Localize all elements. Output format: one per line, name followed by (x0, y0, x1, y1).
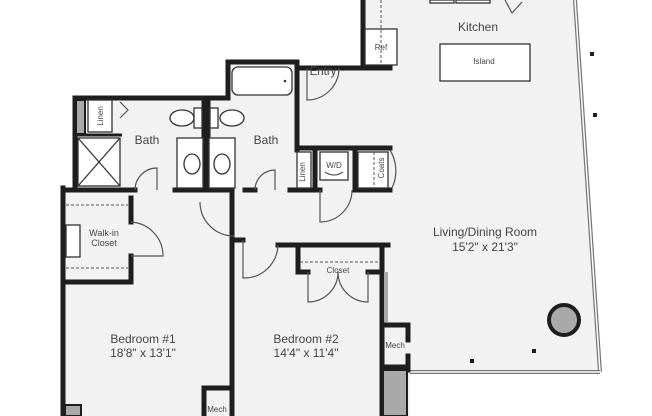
entry-door (306, 67, 340, 101)
walkin-label-2: Closet (91, 238, 117, 248)
coats-door (389, 149, 397, 189)
bedroom2-dims: 14'4" x 11'4" (274, 346, 339, 360)
linen-label-a: Linen (96, 106, 105, 126)
bedroom1-door (199, 201, 235, 237)
coats-label: Coats (377, 158, 386, 179)
ref-label: Ref (375, 43, 388, 52)
closet-door-left (307, 271, 339, 303)
walkin-label-1: Walk-in (89, 228, 119, 238)
kitchen-label: Kitchen (458, 20, 498, 34)
kitchen-fixtures (364, 0, 531, 82)
walls (60, 0, 411, 416)
bath-fixtures (77, 66, 312, 189)
bath2-label: Bath (254, 133, 279, 147)
laundry-door (319, 189, 353, 223)
entry-label: Entry (310, 66, 337, 78)
room-labels: Kitchen Island Ref Entry Living/Dining R… (89, 20, 537, 414)
bathtub (231, 66, 293, 96)
exterior-windows (410, 0, 602, 374)
walkin-shelves (65, 204, 128, 269)
laundry-closets (319, 151, 389, 189)
round-column (547, 303, 581, 337)
bath1-door (134, 167, 158, 191)
bath2-door (254, 169, 276, 191)
kitchen-island (439, 43, 531, 82)
bedroom1-label: Bedroom #1 (110, 332, 176, 346)
bedroom2-door (242, 240, 279, 279)
bedroom1-dims: 18'8" x 13'1" (110, 346, 176, 360)
structural-columns (64, 99, 408, 416)
wd-label: W/D (326, 161, 342, 170)
bedroom2-label: Bedroom #2 (273, 332, 339, 346)
mech-label-a: Mech (385, 341, 405, 350)
island-label: Island (473, 57, 494, 66)
floor-area (63, 0, 600, 416)
closet-label: Closet (327, 266, 350, 275)
bath1-label: Bath (135, 133, 160, 147)
closet-door-right (337, 271, 369, 303)
walkin-door (130, 221, 164, 257)
living-dims: 15'2" x 21'3" (452, 240, 518, 254)
linen-label-b: Linen (298, 162, 307, 182)
mech-label-b: Mech (207, 405, 227, 414)
doors (130, 67, 397, 303)
living-label: Living/Dining Room (433, 225, 537, 239)
